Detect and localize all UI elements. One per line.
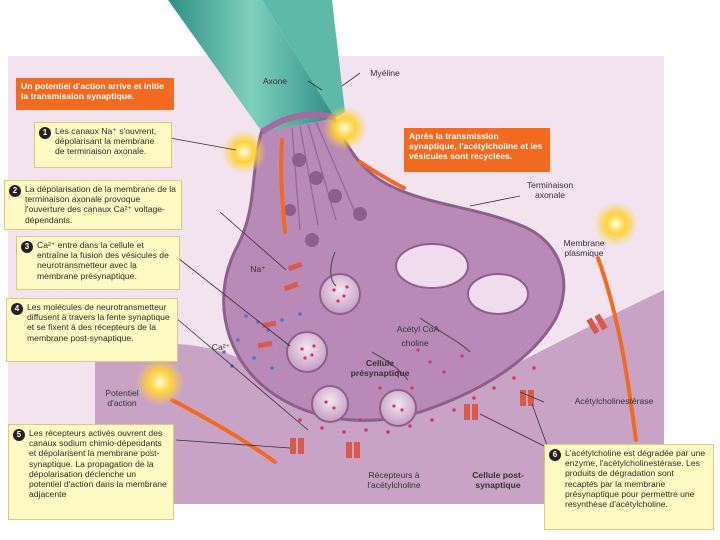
label-acetylcholinesterase: Acétylcholinestérase <box>574 396 654 406</box>
label-myeline: Myéline <box>370 68 400 78</box>
label-recepteurs: Récepteurs à l'acétylcholine <box>367 470 421 490</box>
label-cellule-presynaptique: Cellule présynaptique <box>350 358 410 378</box>
label-ca: Ca²⁺ <box>211 342 231 352</box>
recycle-note: Après la transmission synaptique, l'acét… <box>404 128 550 172</box>
step-number: 5 <box>13 429 25 441</box>
postsynaptic-cell <box>95 290 664 504</box>
axon-myelin <box>168 0 335 132</box>
label-acetyl-coa: Acétyl CoA <box>396 324 440 334</box>
action-potential-flash <box>323 106 367 150</box>
step-text: Ca²⁺ entre dans la cellule et entraîne l… <box>37 240 169 281</box>
label-membrane: Membrane plasmique <box>563 238 605 258</box>
label-na: Na⁺ <box>250 264 266 274</box>
step-text: Les molécules de neurotransmetteur diffu… <box>27 302 170 343</box>
step-number: 1 <box>39 127 51 139</box>
label-cellule-postsynaptique: Cellule post-synaptique <box>472 470 524 490</box>
step-text: La dépolarisation de la membrane de la t… <box>25 184 176 225</box>
step-2: 2 La dépolarisation de la membrane de la… <box>4 180 182 230</box>
step-4: 4 Les molécules de neurotransmetteur dif… <box>6 298 178 362</box>
step-text: L'acétylcholine est dégradée par une enz… <box>565 448 706 510</box>
step-5: 5 Les récepteurs activés ouvrent des can… <box>8 424 174 520</box>
action-potential-flash <box>594 202 638 246</box>
label-choline: choline <box>401 338 429 348</box>
header-title: Un potentiel d'action arrive et initie l… <box>16 78 174 110</box>
label-terminaison: Terminaison axonale <box>526 180 574 200</box>
step-number: 3 <box>21 241 33 253</box>
step-number: 2 <box>9 185 21 197</box>
label-potentiel-action: Potentiel d'action <box>105 388 139 408</box>
step-number: 4 <box>11 303 23 315</box>
step-text: Les canaux Na⁺ s'ouvrent, dépolarisant l… <box>55 126 157 157</box>
label-axone: Axone <box>262 76 288 86</box>
step-1: 1 Les canaux Na⁺ s'ouvrent, dépolarisant… <box>34 122 172 168</box>
step-text: Les récepteurs activés ouvrent des canau… <box>29 428 167 500</box>
step-number: 6 <box>549 449 561 461</box>
action-potential-flash <box>222 130 266 174</box>
step-6: 6 L'acétylcholine est dégradée par une e… <box>544 444 714 530</box>
action-potential-flash <box>136 358 184 406</box>
step-3: 3 Ca²⁺ entre dans la cellule et entraîne… <box>16 236 180 290</box>
